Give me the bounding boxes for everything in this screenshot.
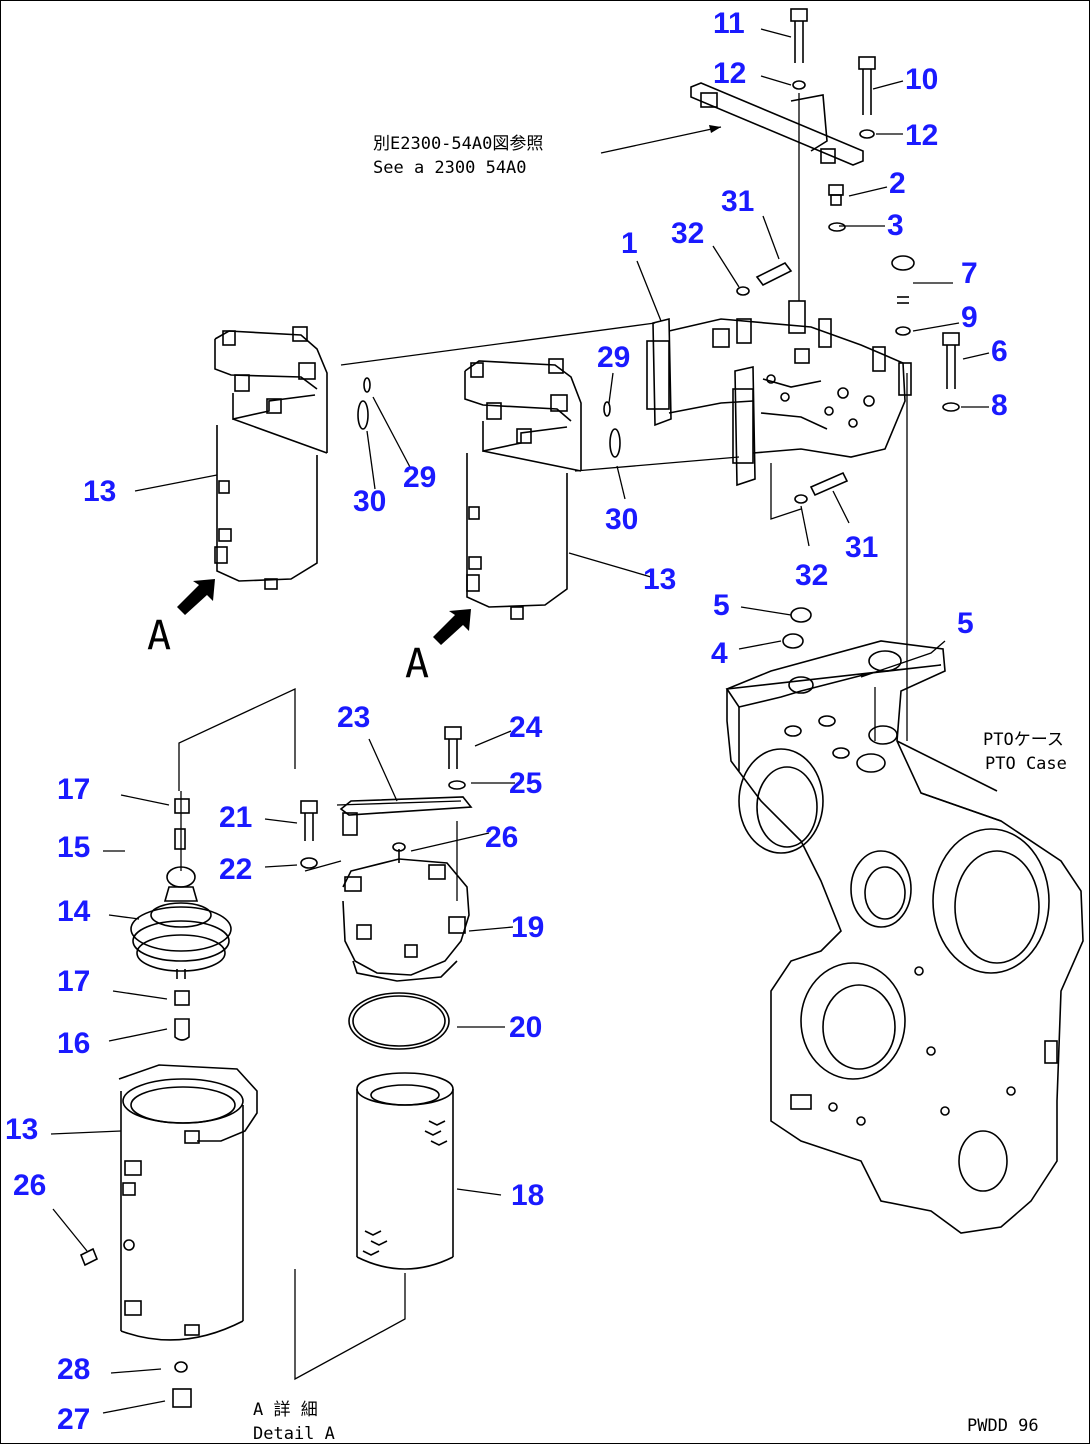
detail-a-label-en: Detail A — [253, 1424, 335, 1443]
bracket-drawing — [690, 82, 864, 166]
callout-27: 27 — [57, 1403, 90, 1436]
view-a-arrows — [177, 579, 471, 645]
cover-19-drawing — [342, 842, 470, 982]
callout-14: 14 — [57, 895, 91, 928]
callout-6: 6 — [991, 335, 1008, 368]
callout-21: 21 — [219, 801, 252, 834]
leader-lines — [50, 28, 990, 1414]
callout-32: 32 — [671, 217, 704, 250]
filter-head-drawing — [646, 300, 912, 487]
o-ring-20-drawing — [348, 992, 450, 1050]
valve-14-drawing — [130, 798, 232, 1041]
callout-19: 19 — [511, 911, 544, 944]
bolt-10-drawing — [858, 56, 876, 139]
bolt-31-lower-drawing — [770, 463, 849, 520]
callout-18: 18 — [511, 1179, 544, 1212]
callout-5: 5 — [957, 607, 974, 640]
callout-22: 22 — [219, 853, 252, 886]
callout-26: 26 — [13, 1169, 46, 1202]
filter-case-13-detail-drawing — [79, 1064, 258, 1341]
bolt-24-drawing — [444, 726, 466, 790]
callout-7: 7 — [961, 257, 978, 290]
callout-1: 1 — [621, 227, 638, 260]
o-rings-4-5-drawing — [782, 607, 812, 649]
callout-11: 11 — [713, 7, 745, 40]
callout-9: 9 — [961, 301, 978, 334]
bolt-21-drawing — [300, 800, 318, 869]
callout-12: 12 — [905, 119, 938, 152]
callout-12: 12 — [713, 57, 746, 90]
plug-2-drawing — [828, 184, 846, 232]
filter-canister-13-left-drawing — [214, 326, 328, 590]
callout-13: 13 — [643, 563, 676, 596]
callout-31: 31 — [845, 531, 878, 564]
bolt-11-drawing — [790, 8, 808, 90]
callout-4: 4 — [711, 637, 728, 670]
element-18-drawing — [356, 1072, 454, 1270]
callout-15: 15 — [57, 831, 90, 864]
filter-canister-13-right-drawing — [464, 358, 582, 620]
o-rings-29-30-drawing — [357, 377, 621, 458]
callout-25: 25 — [509, 767, 542, 800]
callout-24: 24 — [509, 711, 543, 744]
cap-7-drawing — [891, 255, 915, 336]
callout-17: 17 — [57, 965, 90, 998]
callout-26: 26 — [485, 821, 518, 854]
view-a-label-right: A — [405, 641, 429, 687]
callout-16: 16 — [57, 1027, 90, 1060]
callout-32: 32 — [795, 559, 828, 592]
callout-29: 29 — [597, 341, 630, 374]
drain-27-28-drawing — [172, 1361, 192, 1408]
pto-case-drawing — [725, 640, 1084, 1234]
page-code: PWDD 96 — [967, 1416, 1039, 1436]
bolt-31-upper-drawing — [736, 261, 793, 296]
see-reference-en: See a 2300 54A0 — [373, 158, 527, 178]
callout-31: 31 — [721, 185, 754, 218]
detail-a-label-jp: A 詳 細 — [253, 1400, 318, 1420]
view-a-label-left: A — [147, 613, 171, 659]
callout-10: 10 — [905, 63, 938, 96]
callout-29: 29 — [403, 461, 436, 494]
callout-3: 3 — [887, 209, 904, 242]
callout-17: 17 — [57, 773, 90, 806]
bolt-6-drawing — [942, 332, 960, 412]
pto-case-label-jp: PTOケース — [983, 730, 1064, 750]
callout-30: 30 — [605, 503, 638, 536]
callout-28: 28 — [57, 1353, 90, 1386]
callout-30: 30 — [353, 485, 386, 518]
plate-23-drawing — [339, 796, 473, 836]
see-reference-jp: 別E2300-54A0図参照 — [373, 134, 543, 154]
callout-8: 8 — [991, 389, 1008, 422]
callout-20: 20 — [509, 1011, 542, 1044]
pto-case-label-en: PTO Case — [985, 754, 1067, 774]
callout-13: 13 — [5, 1113, 38, 1146]
callout-5: 5 — [713, 589, 730, 622]
callout-13: 13 — [83, 475, 116, 508]
callout-23: 23 — [337, 701, 370, 734]
callout-numbers: 11 12 10 12 2 3 31 32 1 7 9 6 8 29 29 13… — [5, 7, 1008, 1436]
callout-2: 2 — [889, 167, 906, 200]
